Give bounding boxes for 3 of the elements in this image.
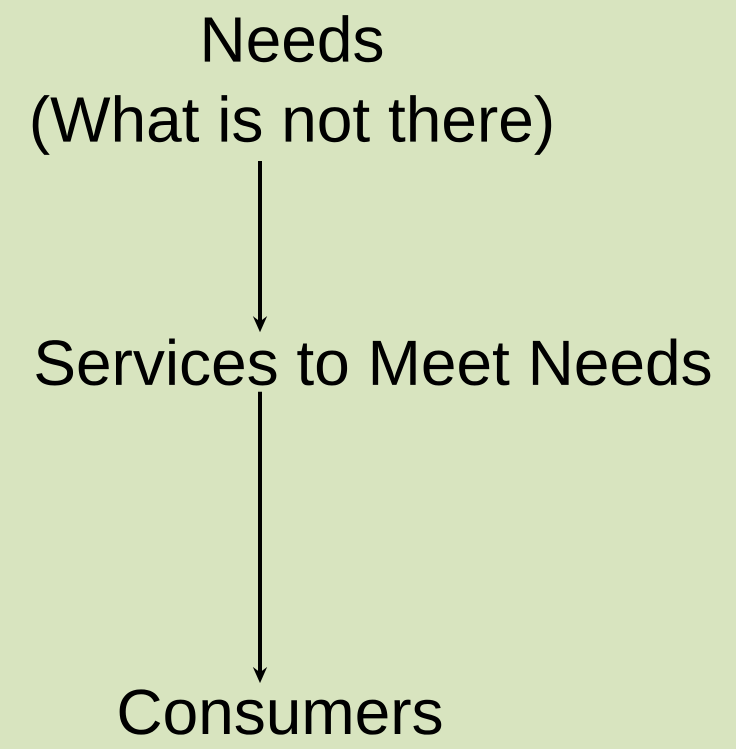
node-label: Consumers	[120, 689, 442, 735]
node-label: Needs (What is not there)	[32, 15, 552, 155]
node-label: Services to Meet Needs	[36, 338, 710, 386]
